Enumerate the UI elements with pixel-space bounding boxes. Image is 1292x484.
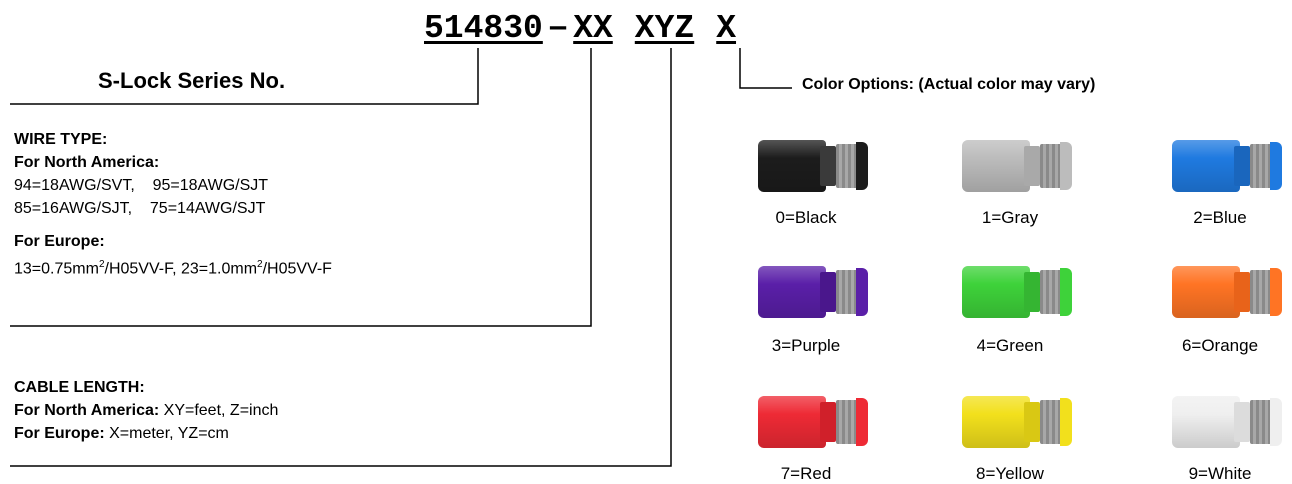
- connector-swatch: [758, 258, 868, 328]
- cable-length-heading: CABLE LENGTH:: [14, 379, 145, 396]
- connector-swatch: [1172, 132, 1282, 202]
- series-label: S-Lock Series No.: [98, 68, 286, 93]
- wire-na-heading: For North America:: [14, 154, 160, 171]
- part-series: 514830: [424, 10, 543, 47]
- color-option-label: 2=Blue: [1193, 208, 1247, 227]
- cable-na-value: XY=feet, Z=inch: [159, 402, 279, 419]
- cable-na-label: For North America:: [14, 402, 160, 419]
- length-leader-line: [10, 48, 672, 467]
- part-length: XYZ: [634, 10, 695, 47]
- color-option-label: 8=Yellow: [976, 464, 1044, 483]
- connector-swatch: [962, 132, 1072, 202]
- cable-eu-value: X=meter, YZ=cm: [104, 425, 229, 442]
- connector-swatch: [758, 132, 868, 202]
- color-leader-line: [739, 48, 792, 89]
- part-dash: –: [548, 7, 568, 44]
- color-option-label: 3=Purple: [771, 336, 841, 355]
- connector-swatch: [1172, 258, 1282, 328]
- color-options-label: Color Options: (Actual color may vary): [802, 76, 1096, 93]
- cable-eu-label: For Europe:: [14, 425, 105, 442]
- connector-swatch: [1172, 388, 1282, 458]
- wire-type-heading: WIRE TYPE:: [14, 131, 108, 148]
- color-option-label: 6=Orange: [1181, 336, 1259, 355]
- connector-swatch: [758, 388, 868, 458]
- connector-swatch: [962, 388, 1072, 458]
- connector-swatch: [962, 258, 1072, 328]
- wire-eu-line: 13=0.75mm2/H05VV-F, 23=1.0mm2/H05VV-F: [14, 259, 332, 278]
- wire-eu-heading: For Europe:: [14, 233, 105, 250]
- color-option-label: 9=White: [1188, 464, 1252, 483]
- color-option-label: 0=Black: [775, 208, 837, 227]
- cable-length-block: CABLE LENGTH: For North America: XY=feet…: [14, 376, 278, 445]
- color-option-label: 4=Green: [976, 336, 1044, 355]
- wire-leader-line: [10, 48, 592, 327]
- part-number: 514830–XX XYZ X: [424, 8, 736, 47]
- wire-na-line1: 94=18AWG/SVT, 95=18AWG/SJT: [14, 177, 269, 194]
- part-wire: XX: [573, 10, 613, 47]
- wire-na-line2: 85=16AWG/SJT, 75=14AWG/SJT: [14, 200, 266, 217]
- color-option-label: 7=Red: [780, 464, 832, 483]
- color-option-label: 1=Gray: [981, 208, 1039, 227]
- wire-type-block: WIRE TYPE: For North America: 94=18AWG/S…: [14, 128, 332, 280]
- series-leader-line: [10, 48, 479, 105]
- part-color: X: [716, 10, 737, 47]
